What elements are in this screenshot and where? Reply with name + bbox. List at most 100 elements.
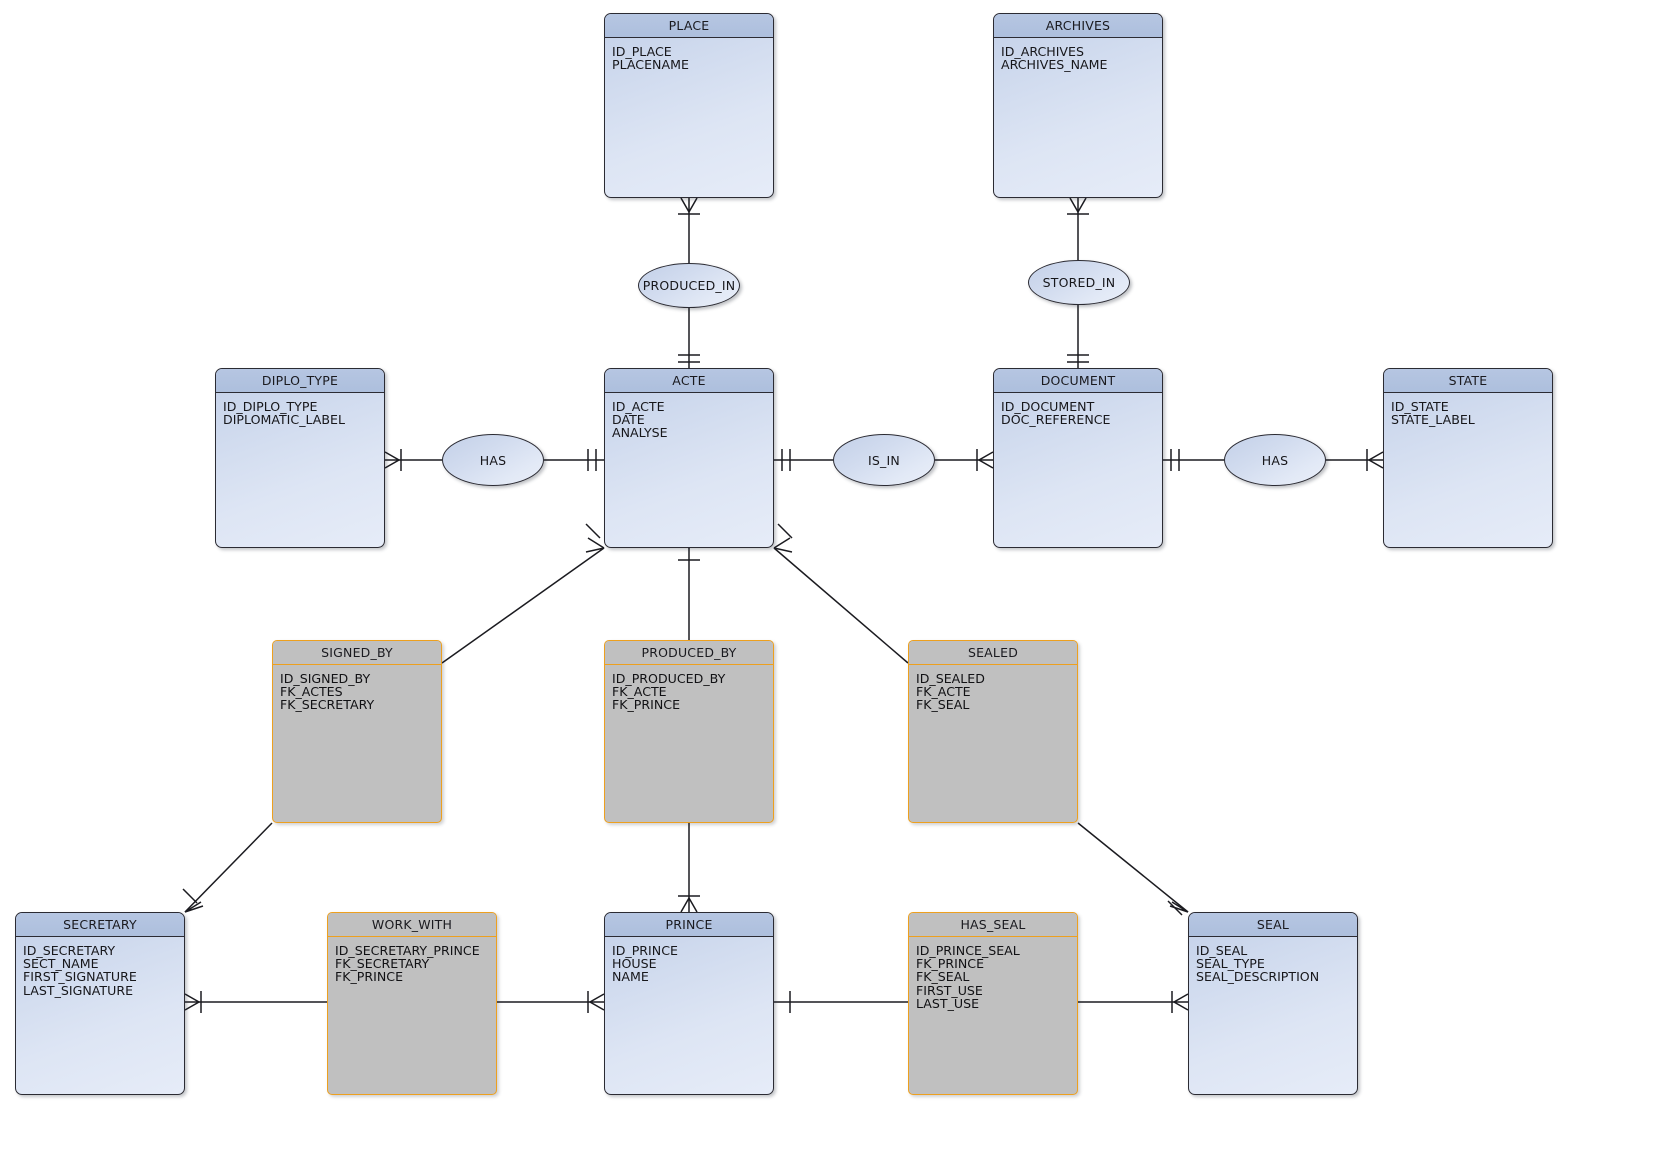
attribute-row: DOC_REFERENCE	[1001, 412, 1111, 428]
relationship-label-is_in: IS_IN	[868, 452, 900, 468]
crowsfoot-archives	[1069, 197, 1087, 214]
attribute-row: STATE_LABEL	[1391, 412, 1475, 428]
attribute-row: ID_SEAL	[1196, 943, 1248, 958]
entity-title-has_seal: HAS_SEAL	[909, 913, 1077, 937]
attribute-row: ID_PRINCE	[612, 943, 678, 958]
attribute-row: ID_SIGNED_BY	[280, 671, 371, 686]
bar-seal-tl	[1167, 900, 1183, 916]
crowsfoot-seal-left	[1172, 993, 1189, 1011]
attribute-row: FK_PRINCE	[335, 969, 404, 985]
connector-signedby-secretary	[184, 822, 273, 913]
attribute-row: ANALYSE	[612, 425, 668, 441]
crowsfoot-state	[1367, 451, 1384, 469]
relationship-stored_in[interactable]: STORED_IN	[1028, 260, 1130, 305]
connector-acte-sealed	[773, 547, 909, 664]
attribute-row: ARCHIVES_NAME	[1001, 57, 1108, 73]
connector-acte-signedby	[441, 547, 605, 664]
attribute-row: PLACENAME	[612, 57, 689, 73]
attribute-row: ID_ACTE	[612, 399, 665, 414]
entity-title-state: STATE	[1384, 369, 1552, 393]
bar-secretary-tr	[182, 888, 198, 904]
attribute-row: FK_PRINCE	[916, 956, 985, 972]
relationship-is_in[interactable]: IS_IN	[833, 434, 935, 486]
relationship-produced_in[interactable]: PRODUCED_IN	[638, 263, 740, 308]
entity-title-signed_by: SIGNED_BY	[273, 641, 441, 665]
attribute-row: FIRST_SIGNATURE	[23, 969, 137, 985]
entity-title-seal: SEAL	[1189, 913, 1357, 937]
crowsfoot-secretary-tr	[184, 901, 204, 913]
entity-title-acte: ACTE	[605, 369, 773, 393]
attribute-row: FK_ACTES	[280, 684, 343, 700]
attribute-row: SEAL_TYPE	[1196, 956, 1265, 972]
bar-acte-bl	[585, 523, 601, 539]
attribute-row: FK_SECRETARY	[280, 697, 375, 713]
entity-title-document: DOCUMENT	[994, 369, 1162, 393]
attribute-row: ID_SECRETARY_PRINCE	[335, 943, 480, 958]
crowsfoot-prince-left	[588, 993, 605, 1011]
bar-acte-br	[777, 523, 793, 539]
crowsfoot-prince-top	[680, 896, 698, 913]
relationship-has_state[interactable]: HAS	[1224, 434, 1326, 486]
attribute-row: FK_ACTE	[612, 684, 667, 700]
attribute-row: LAST_SIGNATURE	[23, 982, 134, 998]
attribute-row: SEAL_DESCRIPTION	[1196, 969, 1320, 985]
attribute-row: FK_ACTE	[916, 684, 971, 700]
relationship-label-stored_in: STORED_IN	[1042, 275, 1116, 290]
attribute-row: FIRST_USE	[916, 982, 983, 998]
attribute-row: DIPLOMATIC_LABEL	[223, 412, 346, 428]
crowsfoot-place	[680, 197, 698, 214]
entity-title-produced_by: PRODUCED_BY	[605, 641, 773, 665]
entity-title-sealed: SEALED	[909, 641, 1077, 665]
attribute-row: LAST_USE	[916, 995, 980, 1011]
relationship-label-has_state: HAS	[1261, 452, 1289, 468]
attribute-row: NAME	[612, 969, 649, 985]
attribute-row: HOUSE	[612, 956, 657, 972]
entity-title-prince: PRINCE	[605, 913, 773, 937]
crowsfoot-document-left	[977, 451, 994, 469]
attribute-row: FK_PRINCE	[612, 697, 681, 713]
attribute-row: FK_SEAL	[916, 697, 970, 713]
crowsfoot-diplotype	[384, 451, 401, 469]
relationship-label-has_diplo: HAS	[479, 452, 507, 468]
attribute-row: FK_SECRETARY	[335, 956, 430, 972]
entity-title-diplo_type: DIPLO_TYPE	[216, 369, 384, 393]
crowsfoot-secretary-right	[184, 993, 201, 1011]
attribute-row: FK_SEAL	[916, 969, 970, 985]
attribute-row: ID_PRINCE_SEAL	[916, 943, 1020, 958]
relationship-has_diplo[interactable]: HAS	[442, 434, 544, 486]
attribute-row: ID_SEALED	[916, 671, 985, 686]
connector-sealed-seal	[1077, 822, 1189, 913]
attribute-row: SECT_NAME	[23, 956, 99, 972]
attribute-row: ID_STATE	[1391, 399, 1449, 414]
attribute-row: ID_PLACE	[612, 44, 672, 59]
attribute-row: ID_DOCUMENT	[1001, 399, 1095, 414]
